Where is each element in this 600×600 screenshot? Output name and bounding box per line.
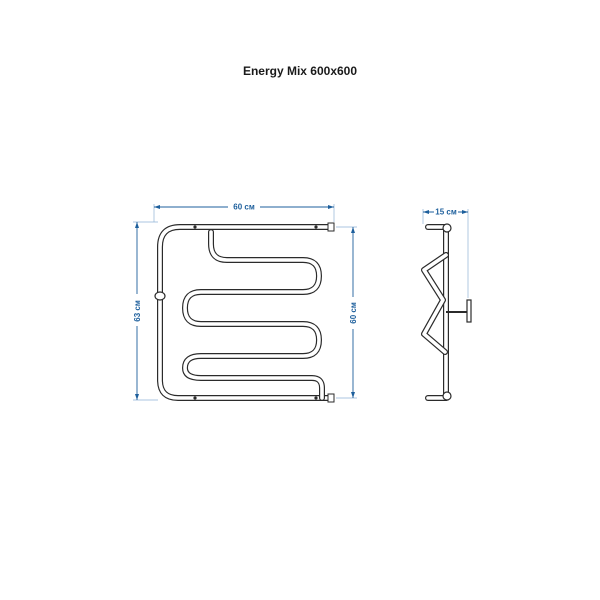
top-rail-end-cap [327,222,335,232]
serpentine-coil-pipe [182,229,325,401]
depth-dimension: 15 см [422,205,469,298]
mount-dot [314,396,318,400]
bottom-rail-end-cap [327,393,335,403]
front-view [154,222,335,403]
wall-bracket [154,291,166,301]
left-height-dimension: 63 см [131,221,158,401]
width-dimension: 60 см [153,200,335,222]
width-label: 60 см [233,203,255,212]
wall-flange [466,299,472,323]
diagram-title: Energy Mix 600x600 [242,64,358,78]
right-height-dimension: 60 см [336,226,359,399]
mount-dot [193,396,197,400]
mount-dot [193,225,197,229]
side-top-cap [442,223,452,233]
side-bottom-cap [442,391,452,401]
depth-label: 15 см [435,208,457,217]
side-view [421,223,472,401]
left-height-label: 63 см [133,300,142,322]
mount-dot [314,225,318,229]
right-height-label: 60 см [349,302,358,324]
